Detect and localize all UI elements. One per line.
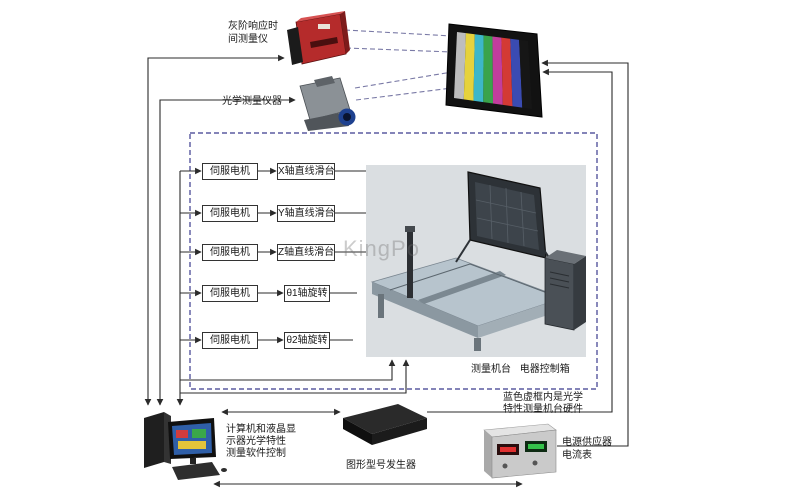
computer-label: 计算机和液晶显 示器光学特性 测量软件控制 [226,424,296,460]
label-line: 灰阶响应时 [228,21,278,32]
servo-motor-4: 伺服电机 [202,285,258,302]
label-line: 电流表 [562,450,592,461]
optical-instrument [299,76,356,131]
label-line: 计算机和液晶显 [226,424,296,435]
color-bar [519,39,532,109]
servo-motor-3: 伺服电机 [202,244,258,261]
gray-instrument-link [144,54,285,406]
measurement-machine [366,165,586,357]
watermark: KingPo [343,236,420,261]
hardware-note: 蓝色虚框内是光学 特性测量机台硬件 [503,392,583,416]
measurement-table-label: 测量机台 [471,364,511,375]
connectors [144,54,629,488]
color-bar-pattern [454,32,532,109]
color-bar [483,35,493,104]
pattern-generator-device [343,404,427,445]
color-bar [501,37,513,107]
label-line: 间测量仪 [228,34,268,45]
color-bar [454,32,466,100]
hardware-dashed-frame [189,132,598,390]
power-supply-to-display [541,59,629,447]
y-axis-slide: Y轴直线滑台 [277,205,335,222]
signal-dashed-lines [344,29,453,101]
signal-dash [345,47,453,53]
color-bar [473,34,484,103]
computer-to-cabinet [180,359,410,394]
servo-motor-5: 伺服电机 [202,332,258,349]
x-axis-slide: X轴直线滑台 [277,163,335,180]
control-cabinet-label: 电器控制箱 [519,364,570,375]
color-bar [492,36,503,105]
gray-response-label: 灰阶响应时 间测量仪 [228,20,278,46]
signal-dash [355,87,453,101]
servo-motor-2: 伺服电机 [202,205,258,222]
power-supply-device [483,423,557,479]
z-axis-slide: Z轴直线滑台 [277,244,335,261]
servo-motor-1: 伺服电机 [202,163,258,180]
optical-instrument-link [156,96,296,406]
display-monitor [445,23,543,118]
label-line: 电源供应器 [562,437,612,448]
pattern-generator-label: 图形型号发生器 [346,460,416,471]
signal-dash [344,29,453,37]
signal-dash [354,71,453,89]
theta2-rotation: θ2轴旋转 [284,332,330,349]
computer-workstation [144,412,227,480]
optical-instrument-label: 光学测量仪器 [222,96,282,107]
machine-labels: 测量机台 电器控制箱 [471,360,576,375]
gray-response-instrument [287,11,350,65]
color-bar [463,33,475,101]
computer-to-machine [180,359,396,381]
color-bar [510,38,523,108]
label-line: 测量软件控制 [226,448,286,459]
power-supply-label: 电源供应器 电流表 [562,436,612,462]
note-line: 特性测量机台硬件 [503,404,583,415]
pattern-generator-to-display [427,68,613,413]
note-line: 蓝色虚框内是光学 [503,392,583,403]
theta1-rotation: θ1轴旋转 [284,285,330,302]
label-line: 示器光学特性 [226,436,286,447]
